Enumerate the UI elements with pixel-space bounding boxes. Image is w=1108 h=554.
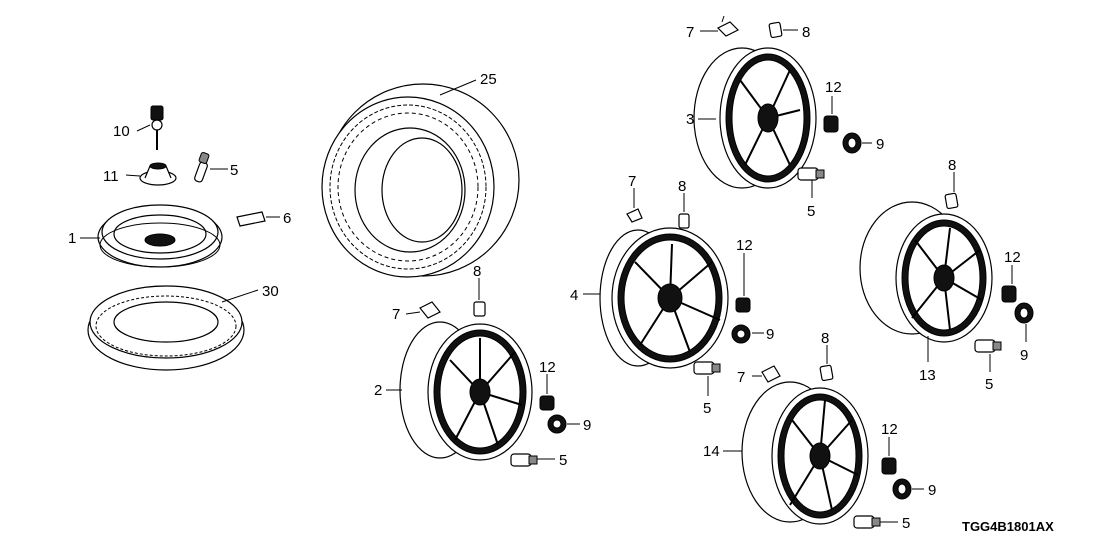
valve-5-top <box>797 167 825 181</box>
callout-3: 3 <box>686 111 694 128</box>
cap-9-top <box>842 132 862 154</box>
callout-9: 9 <box>928 482 936 499</box>
callout-4: 4 <box>570 287 578 304</box>
callout-6: 6 <box>283 210 291 227</box>
callout-5: 5 <box>559 452 567 469</box>
callout-2: 2 <box>374 382 382 399</box>
callout-13: 13 <box>919 367 936 384</box>
callout-5: 5 <box>902 515 910 532</box>
callout-30: 30 <box>262 283 279 300</box>
cap-9-mid <box>731 324 751 344</box>
tire-part-25 <box>321 83 520 278</box>
valve-5-right <box>974 339 1002 353</box>
tpms-sensor-7-bottom <box>761 365 781 383</box>
callout-7: 7 <box>392 306 400 323</box>
cap-9-left <box>547 414 567 434</box>
callout-8: 8 <box>821 330 829 347</box>
callout-12: 12 <box>1004 249 1021 266</box>
spare-tire-part-30 <box>87 285 245 371</box>
lug-nut-12-top <box>823 115 839 133</box>
lug-nut-12-bottom <box>881 457 897 475</box>
wheel-part-13 <box>859 201 993 343</box>
callout-8: 8 <box>473 263 481 280</box>
weight-8-right <box>944 192 959 210</box>
callout-9: 9 <box>583 417 591 434</box>
callout-8: 8 <box>678 178 686 195</box>
weight-8-left <box>473 301 486 317</box>
valve-stem-part-10 <box>150 105 164 150</box>
valve-5-bottom <box>853 515 881 529</box>
callout-9: 9 <box>1020 347 1028 364</box>
valve-part-5 <box>194 151 210 183</box>
callout-12: 12 <box>539 359 556 376</box>
leader-lines <box>80 29 1027 523</box>
callout-5: 5 <box>703 400 711 417</box>
wheel-part-14 <box>741 381 869 525</box>
valve-5-mid <box>693 361 721 375</box>
wheel-part-4 <box>599 227 729 369</box>
tpms-sensor-7-left <box>419 301 441 319</box>
tpms-sensor-7-mid <box>626 208 643 223</box>
balance-weight-part-6 <box>236 211 266 227</box>
weight-8-mid <box>678 213 690 229</box>
callout-7: 7 <box>628 173 636 190</box>
callout-5: 5 <box>230 162 238 179</box>
callout-11: 11 <box>103 168 119 185</box>
hub-nut-part-11 <box>139 162 177 186</box>
spare-wheel-group <box>87 105 266 371</box>
weight-8-top <box>768 21 783 39</box>
callout-8: 8 <box>948 157 956 174</box>
callout-14: 14 <box>703 443 720 460</box>
callout-8: 8 <box>802 24 810 41</box>
cap-9-right <box>1014 302 1034 324</box>
callout-10: 10 <box>113 123 130 140</box>
tpms-sensor-7-top <box>716 15 740 37</box>
lug-nut-12-right <box>1001 285 1017 303</box>
wheel-part-2 <box>399 321 533 461</box>
callout-12: 12 <box>881 421 898 438</box>
lug-nut-12-mid <box>735 297 751 313</box>
lug-nut-12-left <box>539 395 555 411</box>
wheel-part-3 <box>693 47 817 189</box>
weight-8-bottom <box>819 364 834 382</box>
callout-12: 12 <box>825 79 842 96</box>
callout-25: 25 <box>480 71 497 88</box>
callout-7: 7 <box>737 369 745 386</box>
callout-1: 1 <box>68 230 76 247</box>
diagram-code: TGG4B1801AX <box>962 519 1054 534</box>
callout-5: 5 <box>985 376 993 393</box>
cap-9-bottom <box>892 478 912 500</box>
valve-5-left <box>510 453 538 467</box>
callout-9: 9 <box>876 136 884 153</box>
callout-5: 5 <box>807 203 815 220</box>
callout-9: 9 <box>766 326 774 343</box>
spare-wheel-part-1 <box>97 204 223 268</box>
callout-7: 7 <box>686 24 694 41</box>
callout-labels: 10 11 5 1 6 30 25 7 8 3 12 9 5 7 8 4 12 … <box>68 24 1028 532</box>
callout-12: 12 <box>736 237 753 254</box>
